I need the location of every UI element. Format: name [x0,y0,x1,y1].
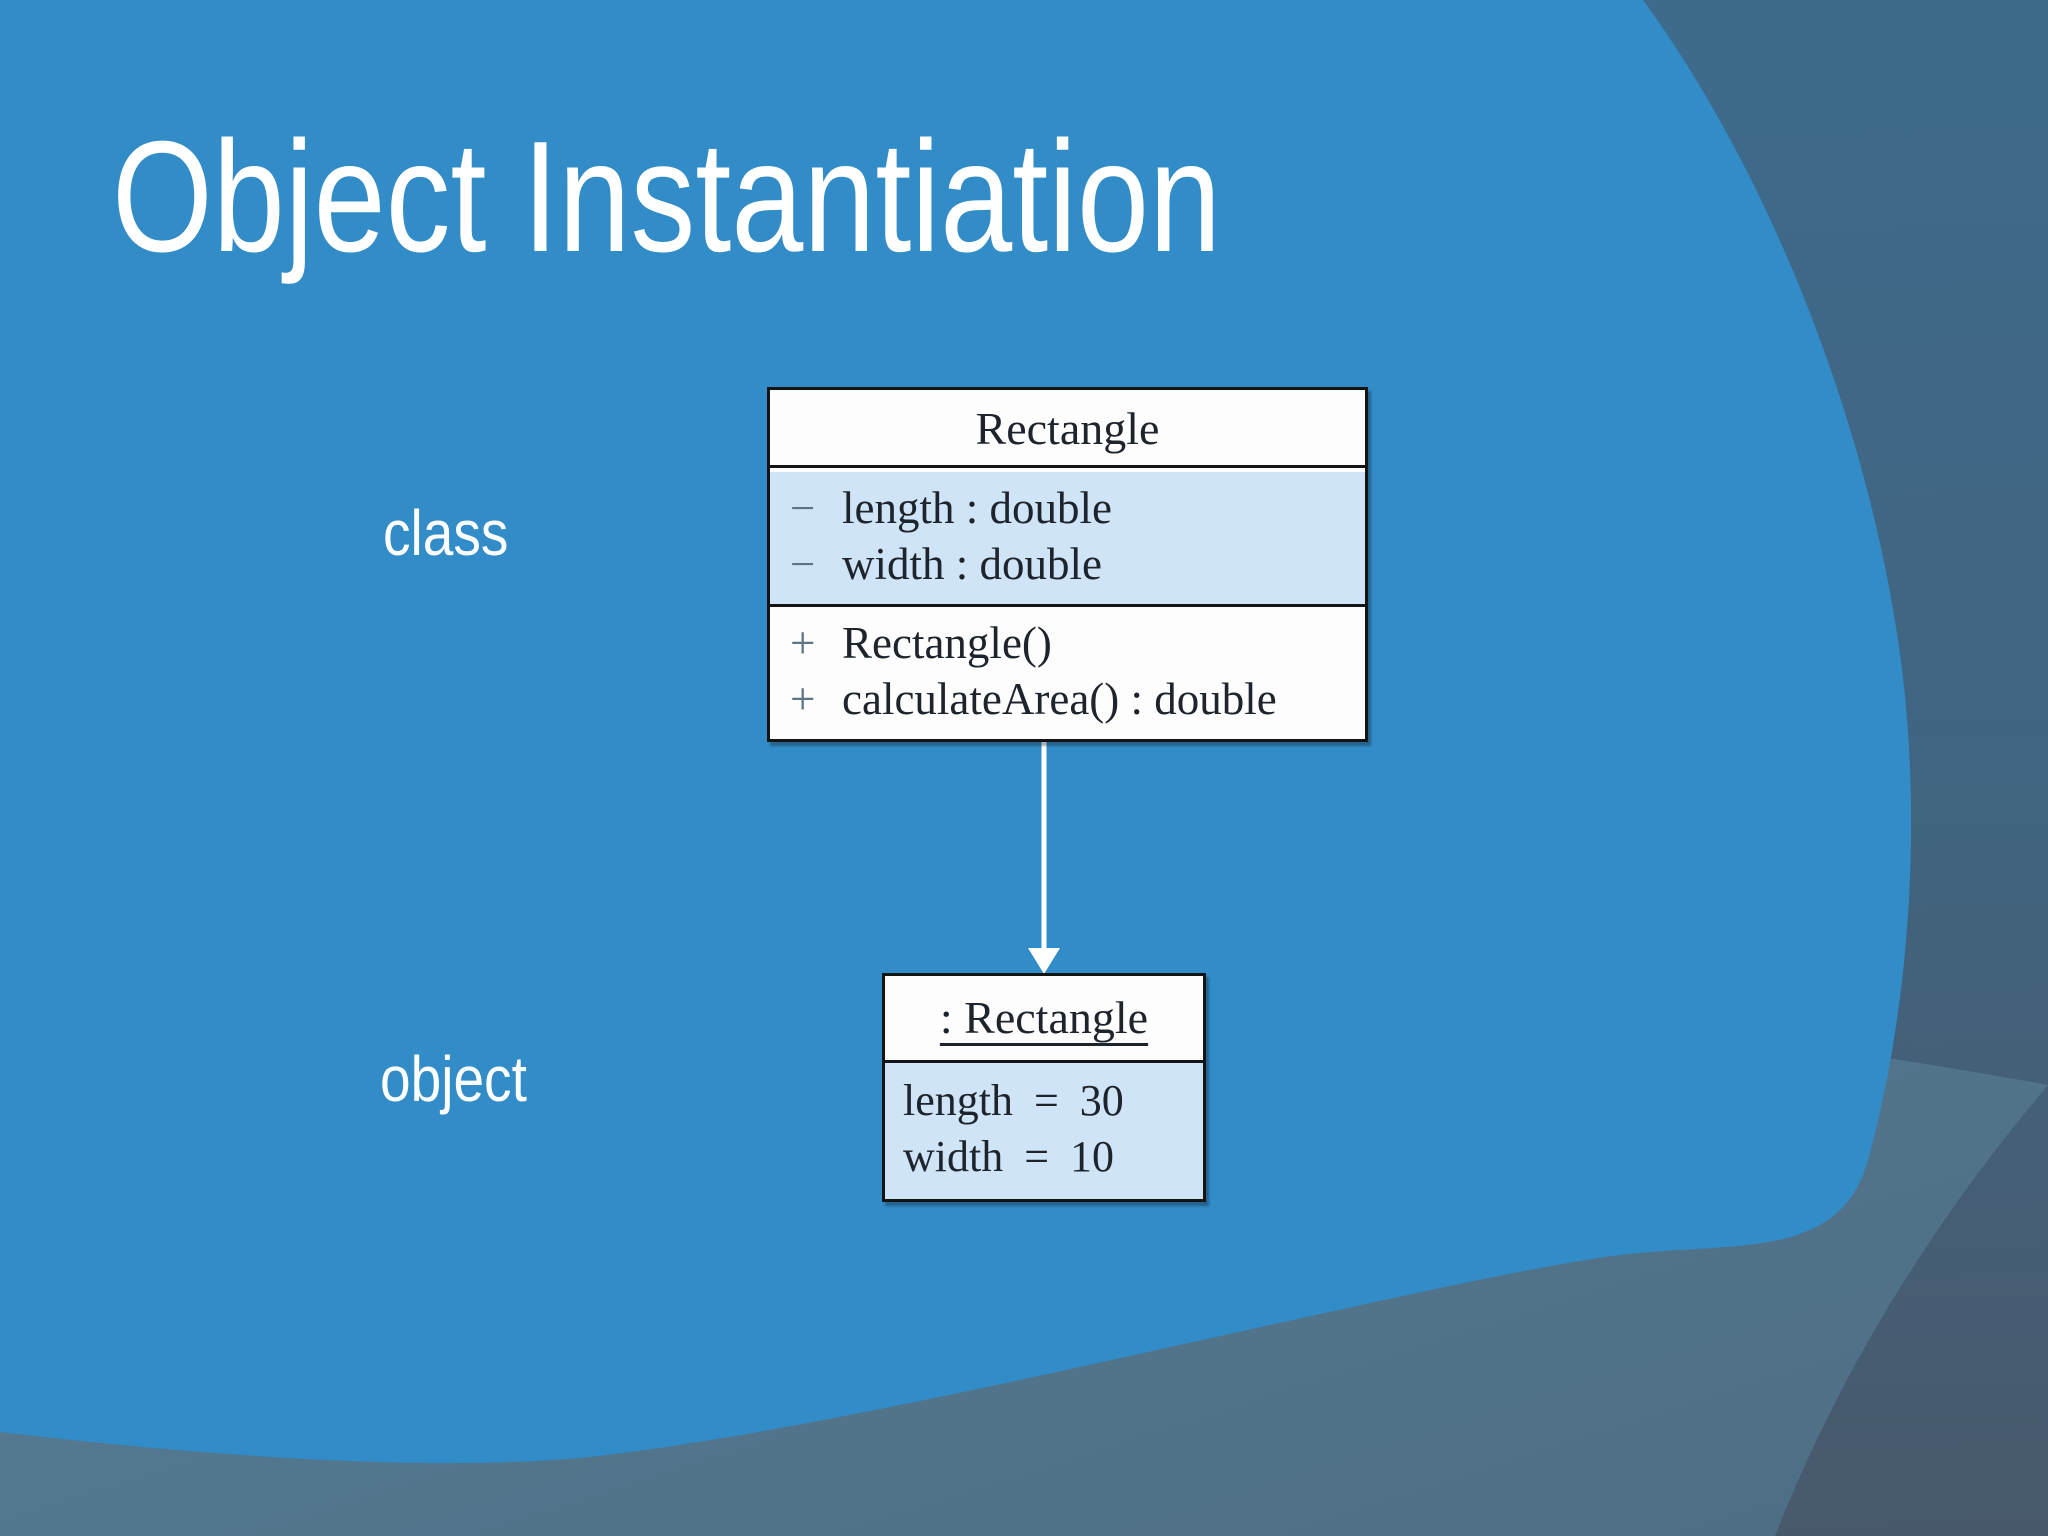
object-name: : Rectangle [885,976,1203,1063]
operation-text: calculateArea() : double [842,674,1277,724]
class-name: Rectangle [770,390,1365,465]
page-title: Object Instantiation [112,109,1222,285]
slot-row: length = 30 [903,1076,1124,1125]
attribute-text: length : double [842,483,1112,533]
object-slots-compartment: length = 30 width = 10 [885,1063,1203,1199]
operation-row: + Rectangle() [770,615,1365,671]
uml-object-box: : Rectangle length = 30 width = 10 [882,973,1206,1202]
class-annotation-label: class [383,497,509,569]
attribute-row: − length : double [770,480,1365,536]
class-attributes-compartment: − length : double − width : double [770,465,1365,607]
attribute-text: width : double [842,539,1102,589]
object-annotation-label: object [380,1043,527,1115]
visibility-minus-icon: − [790,539,816,589]
visibility-minus-icon: − [790,483,816,533]
visibility-plus-icon: + [790,618,816,668]
class-operations-compartment: + Rectangle() + calculateArea() : double [770,607,1365,739]
operation-row: + calculateArea() : double [770,671,1365,727]
uml-class-box: Rectangle − length : double − width : do… [767,387,1368,742]
operation-text: Rectangle() [842,618,1052,668]
attribute-row: − width : double [770,536,1365,592]
slot-row: width = 10 [903,1132,1115,1181]
visibility-plus-icon: + [790,674,816,724]
